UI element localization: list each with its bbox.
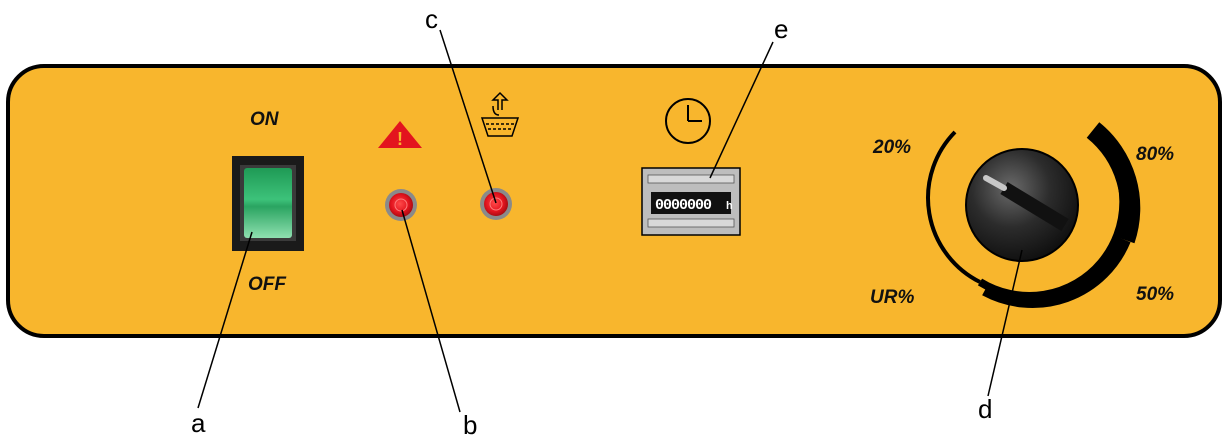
clock-icon (666, 99, 710, 143)
tank-full-lamp (480, 188, 512, 220)
hour-counter: 0000000 h (642, 168, 740, 235)
humidity-knob[interactable] (966, 149, 1078, 261)
dial-mark-80: 80% (1136, 144, 1174, 165)
callout-c: c (425, 4, 438, 34)
dial-mark-50: 50% (1136, 284, 1174, 305)
svg-text:!: ! (397, 129, 403, 149)
callout-d: d (978, 394, 992, 424)
callout-a: a (191, 408, 206, 437)
dial-mark-20: 20% (872, 137, 911, 158)
switch-on-label: ON (250, 109, 280, 130)
counter-digits: 0000000 (655, 197, 712, 214)
callout-e: e (774, 14, 788, 44)
power-switch[interactable] (232, 156, 304, 251)
callout-b: b (463, 410, 477, 437)
switch-off-label: OFF (248, 274, 287, 295)
dial-mark-ur: UR% (870, 287, 914, 308)
warning-lamp (385, 189, 417, 221)
counter-unit: h (726, 200, 733, 212)
